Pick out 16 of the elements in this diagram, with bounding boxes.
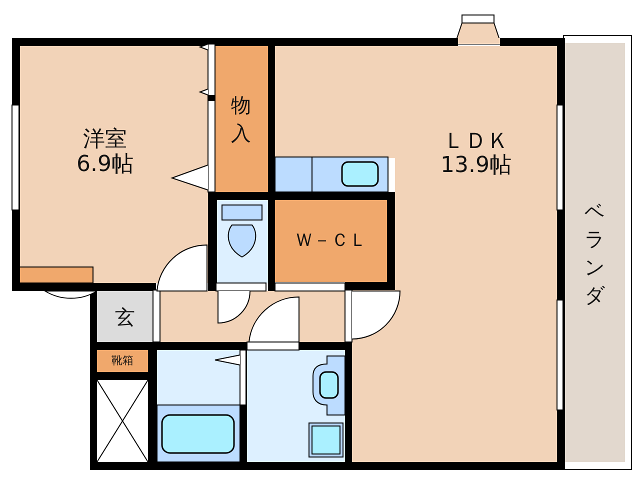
entrance-area [97,291,153,342]
room-name: ベランダ [584,198,605,308]
bedroom-area [18,46,208,283]
living-room-area [395,46,557,462]
room-size: 13.9帖 [440,154,512,178]
room-name: 洋室 [83,128,127,152]
closet-area [275,200,387,282]
room-name: ＬＤＫ [443,130,509,154]
balcony-area [564,43,625,462]
room-name: 玄 [115,306,135,328]
cabinet-label: 靴箱 [112,354,134,368]
shoe-cabinet [97,350,148,372]
room-size: 6.9帖 [76,152,134,177]
room-name: Ｗ－ＣＬ [295,231,367,251]
room-name: 物入 [230,92,252,147]
closet-area [214,46,268,192]
